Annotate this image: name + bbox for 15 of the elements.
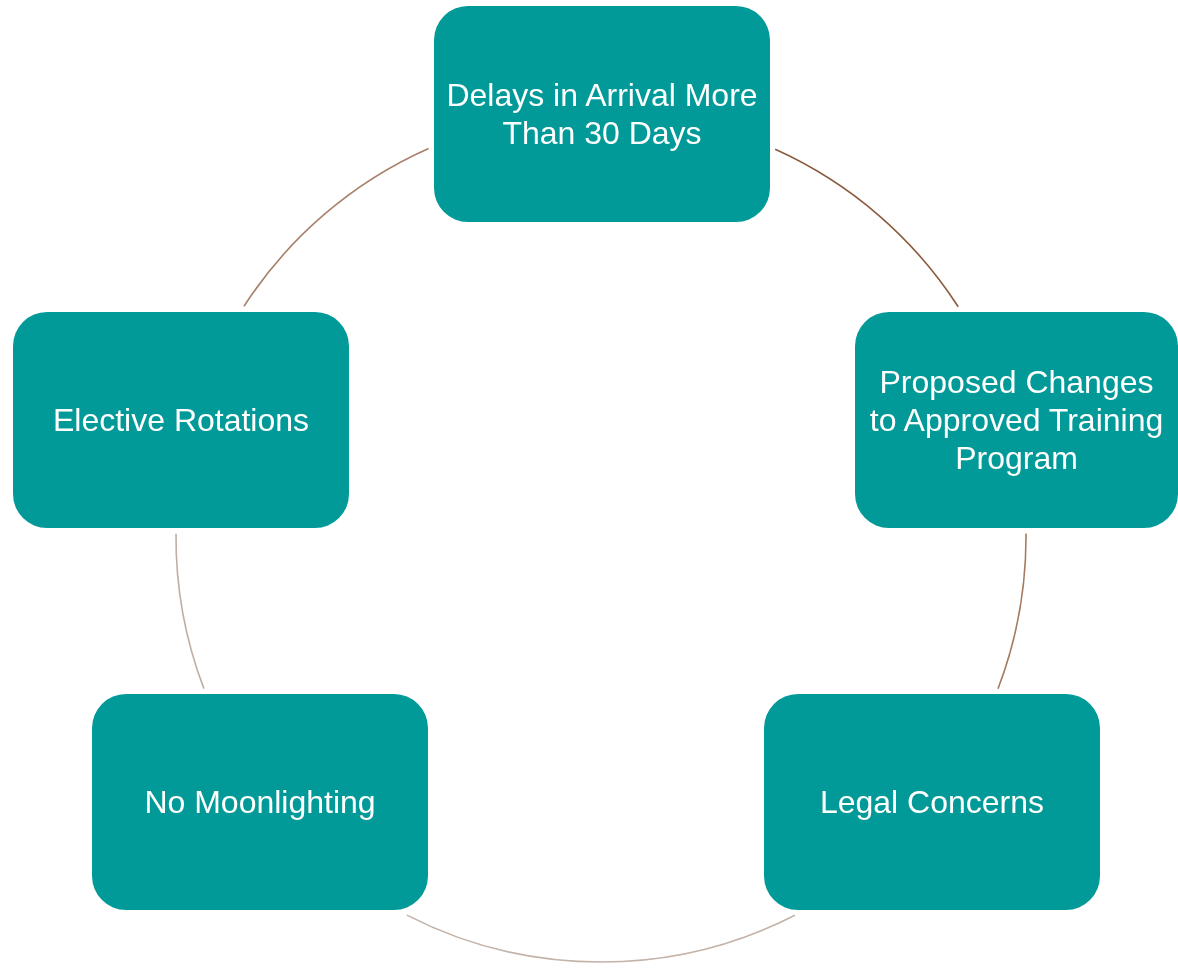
connector-arc [774, 148, 959, 308]
process-box [855, 312, 1178, 528]
process-box [764, 694, 1100, 910]
box-label: Elective Rotations [52, 401, 310, 439]
box-label: Delays in Arrival More Than 30 Days [446, 76, 758, 152]
box-label: Proposed Changes to Approved Training Program [868, 363, 1165, 477]
connector-arc [175, 532, 205, 690]
connector-arc [243, 147, 430, 308]
box-label: Legal Concerns [819, 783, 1045, 821]
box-label: No Moonlighting [144, 783, 376, 821]
connector-arc [997, 532, 1027, 690]
process-box [13, 312, 349, 528]
process-box [434, 6, 770, 222]
connector-arc [406, 914, 796, 963]
process-box [92, 694, 428, 910]
